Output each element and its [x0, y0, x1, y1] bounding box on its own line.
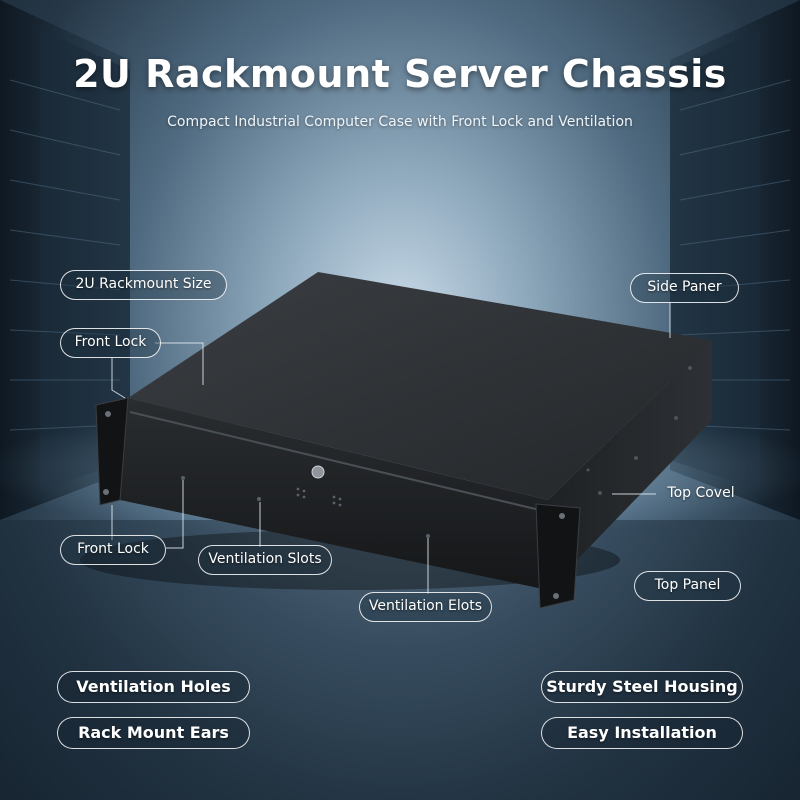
chassis-top-panel — [128, 272, 712, 500]
feature-sturdy-steel-housing: Sturdy Steel Housing — [541, 671, 743, 703]
chassis-front-panel — [120, 398, 548, 590]
chassis-side-panel — [548, 340, 712, 590]
callout-top-covel: Top Covel — [667, 485, 735, 501]
page-title: 2U Rackmount Server Chassis — [73, 52, 727, 96]
callout-top-panel: Top Panel — [634, 571, 741, 601]
page-subtitle: Compact Industrial Computer Case with Fr… — [167, 114, 633, 130]
callout-front-lock-top: Front Lock — [60, 328, 161, 358]
server-chassis — [80, 272, 712, 609]
feature-rack-mount-ears: Rack Mount Ears — [57, 717, 250, 749]
feature-easy-installation: Easy Installation — [541, 717, 743, 749]
callout-side-paner: Side Paner — [630, 273, 739, 303]
callout-front-lock-bottom: Front Lock — [60, 535, 166, 565]
callout-ventilation-elots: Ventilation Elots — [359, 592, 492, 622]
callout-leader-lines — [111, 302, 671, 594]
callout-ventilation-slots: Ventilation Slots — [198, 545, 332, 575]
left-rack-ear — [95, 397, 129, 506]
callout-rackmount-size: 2U Rackmount Size — [60, 270, 227, 300]
right-rack-ear — [535, 503, 581, 609]
feature-ventilation-holes: Ventilation Holes — [57, 671, 250, 703]
left-server-racks — [0, 0, 130, 520]
front-lock-keyhole — [311, 465, 325, 479]
